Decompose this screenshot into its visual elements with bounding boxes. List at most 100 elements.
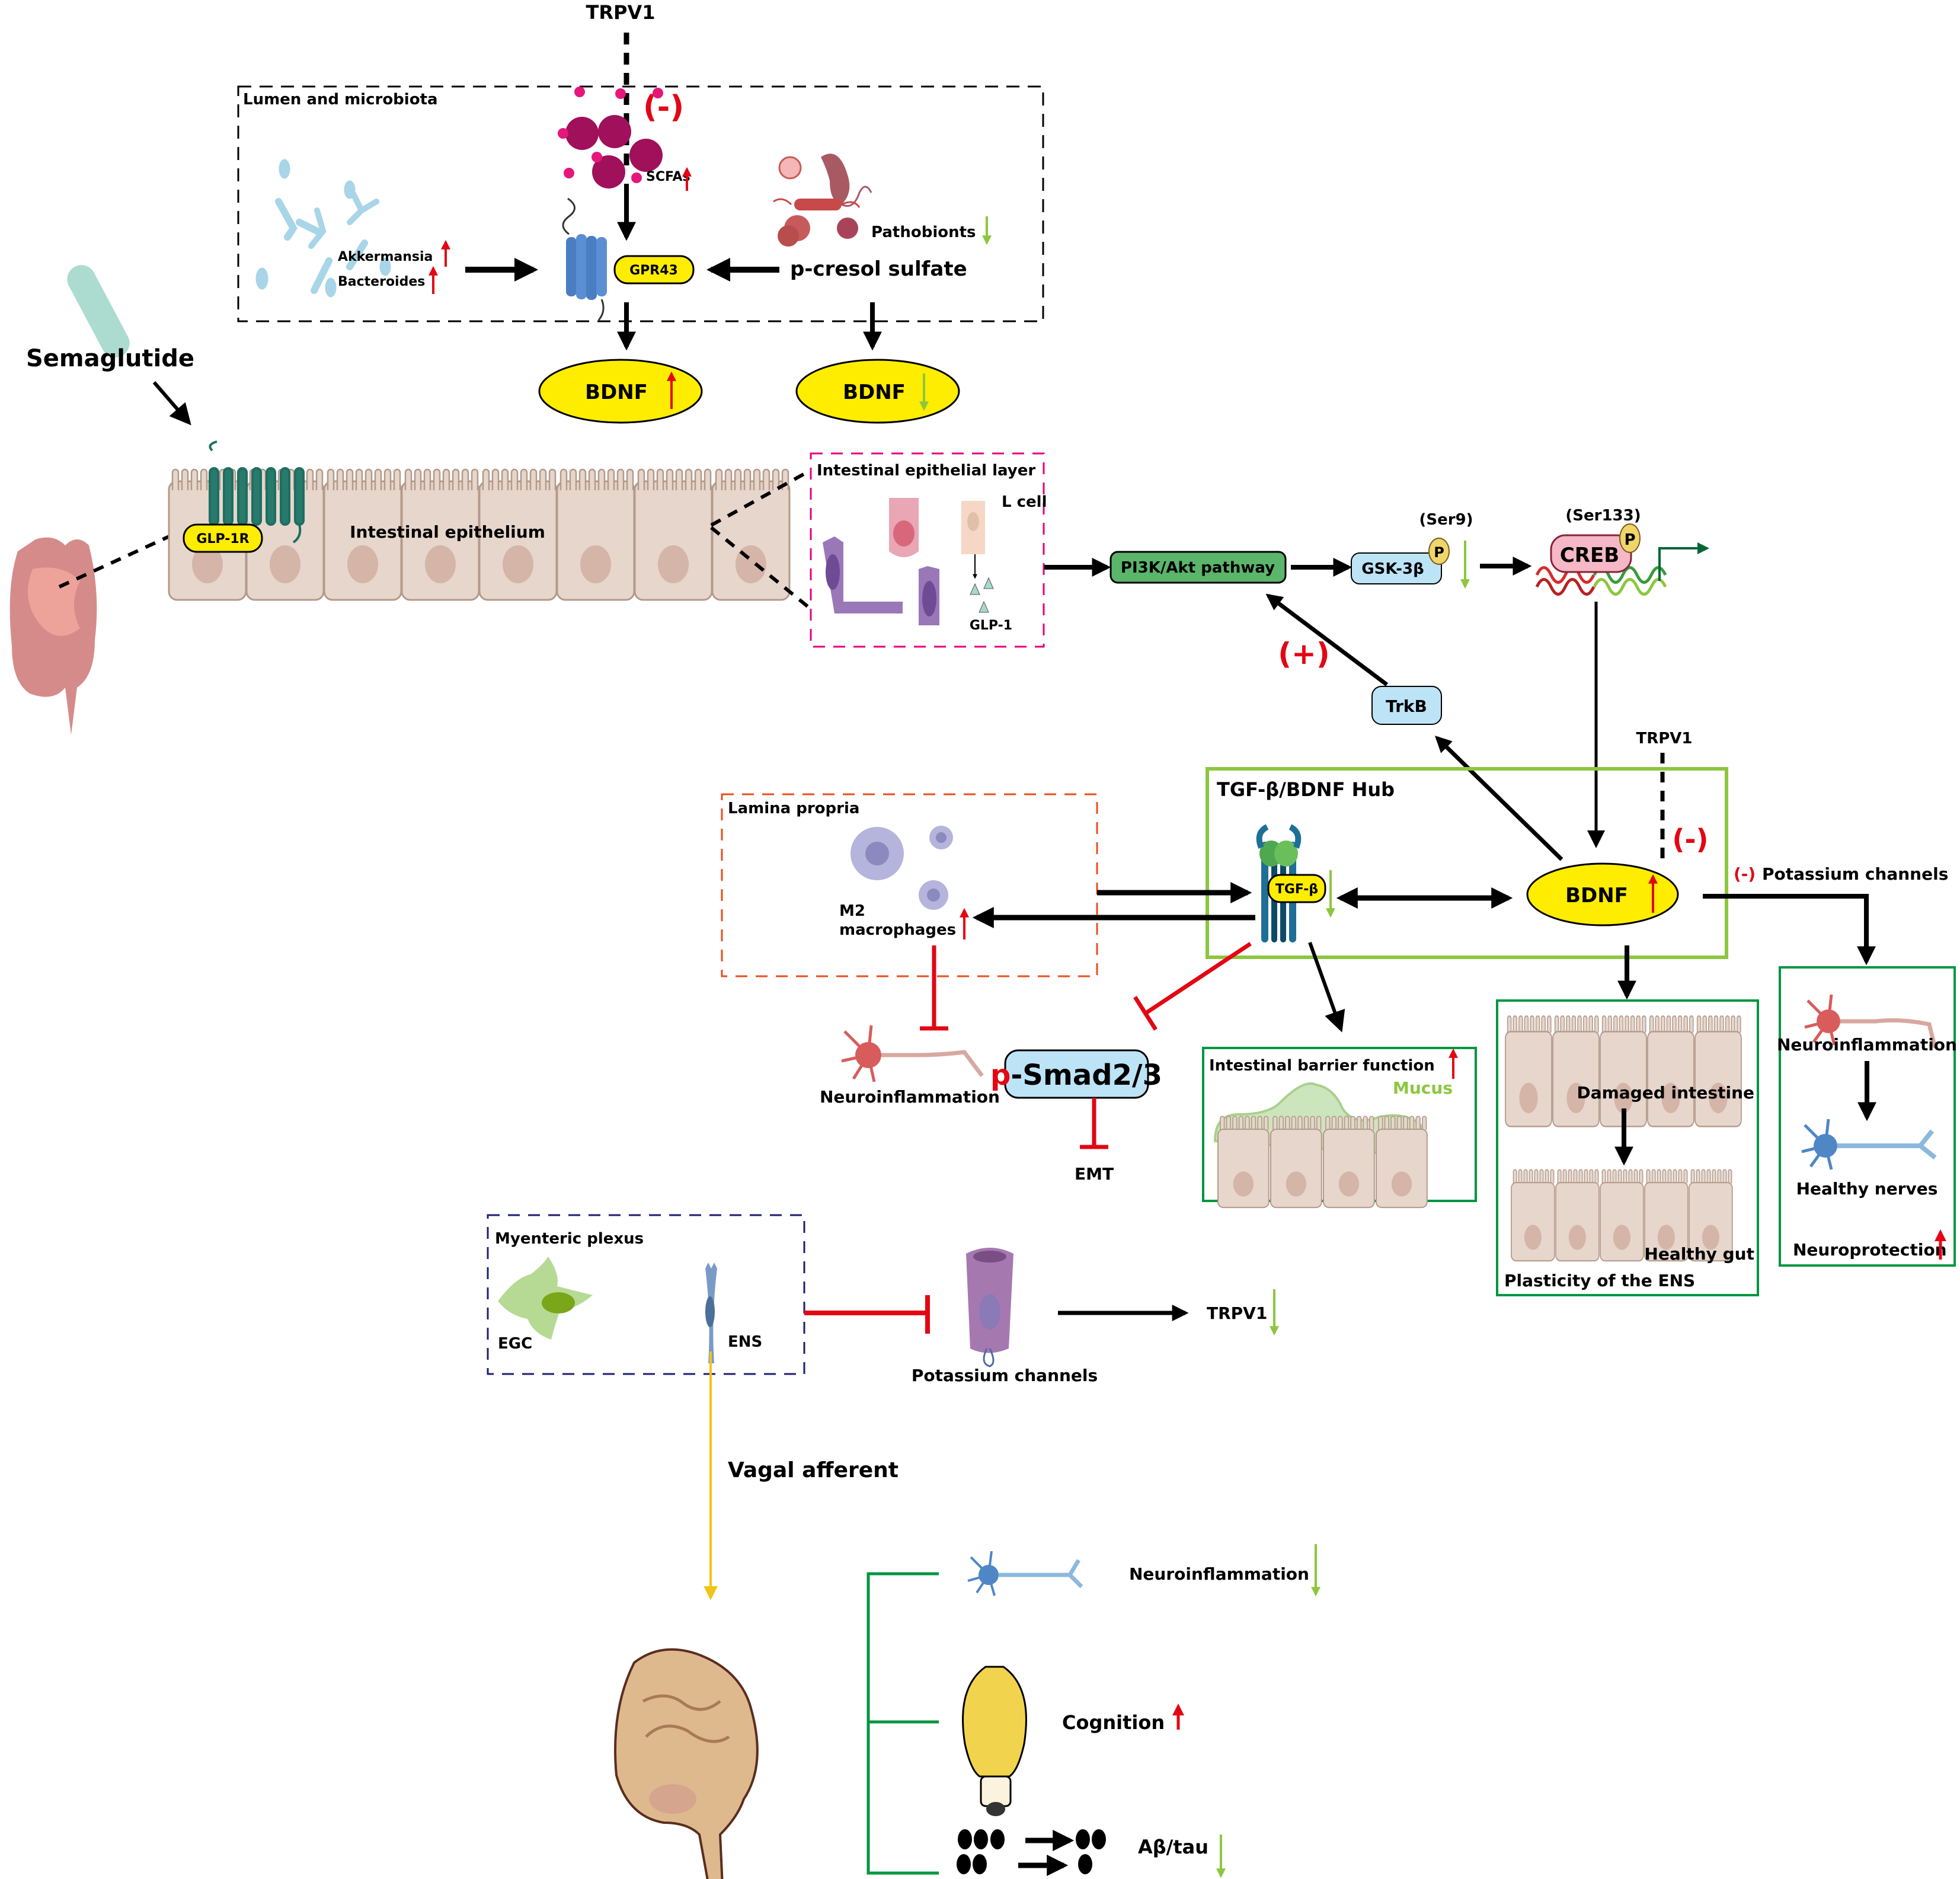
glp1r-label: GLP-1R <box>196 532 249 547</box>
lightbulb-icon <box>962 1666 1027 1816</box>
abeta-tau-label: Aβ/tau <box>1138 1836 1208 1858</box>
akkermansia-label: Akkermansia <box>338 250 433 264</box>
neuroinflammation-right-label: Neuroinflammation <box>1777 1035 1957 1054</box>
glp1r-receptor-icon <box>209 440 305 544</box>
lumen-box <box>237 85 1044 322</box>
pathobiont-bacteria-icon <box>773 154 872 247</box>
lumen-title: Lumen and microbiota <box>243 91 438 108</box>
psmad-node <box>1004 1049 1149 1099</box>
damaged-intestine-label: Damaged intestine <box>1577 1083 1754 1103</box>
hub-inhibit-mark: (-) <box>1672 823 1708 855</box>
brain-icon <box>614 1648 759 1879</box>
creb-phospho-badge <box>1619 523 1641 553</box>
commensal-bacteria-icon <box>255 159 391 298</box>
pi3k-node <box>1110 551 1287 584</box>
trkb-to-pi3k-arrow <box>1265 593 1389 686</box>
epithelial-layer-title: Intestinal epithelial layer <box>817 462 1035 480</box>
hub-trpv1-label: TRPV1 <box>1636 730 1692 747</box>
neuron-healthy-right-icon <box>1801 1119 1937 1170</box>
myenteric-box <box>487 1214 805 1375</box>
l-cell-label: L cell <box>1002 493 1047 511</box>
neuron-inflamed-left-icon <box>841 1025 984 1082</box>
abeta-aggregation-icon <box>957 1829 1106 1876</box>
bdnf-to-trkb-arrow <box>1434 736 1563 861</box>
gsk3b-phospho-label: P <box>1434 544 1444 561</box>
brain-neuroinflammation-label: Neuroinflammation <box>1129 1564 1309 1584</box>
pathobionts-label: Pathobionts <box>871 223 976 241</box>
potassium-right-label: Potassium channels <box>1762 864 1948 884</box>
hub-title: TGF-β/BDNF Hub <box>1217 778 1395 801</box>
cognition-label: Cognition <box>1062 1711 1165 1734</box>
trkb-label: TrkB <box>1386 696 1427 716</box>
healthy-nerves-label: Healthy nerves <box>1796 1179 1938 1199</box>
bacteroides-label: Bacteroides <box>338 274 425 289</box>
neuro-outcome-box <box>1779 966 1956 1267</box>
epithelium-label: Intestinal epithelium <box>350 522 545 542</box>
bdnf-down-label: BDNF <box>843 381 906 404</box>
tgf-beta-label: TGF-β <box>1275 882 1318 897</box>
gsk3b-label: GSK-3β <box>1361 560 1424 578</box>
gsk3b-node <box>1351 552 1442 584</box>
ens-neuron-icon <box>705 1263 717 1363</box>
creb-phospho-label: P <box>1624 531 1635 549</box>
bdnf-down-node <box>795 359 960 424</box>
vagal-afferent-label: Vagal afferent <box>728 1458 899 1482</box>
m2-inhibit-neuroinflammation <box>920 945 948 1031</box>
bdnf-up-label: BDNF <box>585 381 648 404</box>
egc-cell-icon <box>498 1257 593 1340</box>
neuroprotection-label: Neuroprotection <box>1793 1240 1947 1260</box>
m2-label-line1: M2 <box>839 902 865 920</box>
gpr43-receptor-icon <box>562 197 607 321</box>
gsk3b-phospho-badge <box>1428 538 1450 565</box>
potassium-channels-label: Potassium channels <box>912 1366 1098 1385</box>
creb-label: CREB <box>1560 544 1619 567</box>
transcription-start-arrow <box>1658 542 1709 581</box>
mucus-label: Mucus <box>1393 1078 1453 1098</box>
semaglutide-arrow <box>152 381 191 426</box>
epithelial-cell-types-icon <box>823 498 994 625</box>
semaglutide-capsule-icon <box>67 265 130 357</box>
intestine-organ-icon <box>9 537 97 735</box>
lamina-propria-box <box>721 793 1098 977</box>
glp1-label: GLP-1 <box>970 618 1012 633</box>
pi3k-label: PI3K/Akt pathway <box>1121 559 1275 577</box>
scfa-inhibit-mark: (-) <box>643 90 684 125</box>
potassium-right-mark: (-) <box>1734 864 1756 884</box>
myenteric-title: Myenteric plexus <box>495 1230 644 1248</box>
psmad-label: p-Smad2/3 <box>990 1059 1162 1092</box>
neuron-inflamed-right-icon <box>1804 994 1937 1049</box>
epithelial-zoom-line-bottom <box>710 526 810 609</box>
bdnf-to-neuro-box-line <box>1703 894 1876 966</box>
ser9-label: (Ser9) <box>1419 511 1473 529</box>
neuron-healthy-brain-icon <box>967 1551 1083 1596</box>
ser133-label: (Ser133) <box>1565 507 1641 525</box>
macrophage-icon <box>850 826 953 910</box>
semaglutide-label: Semaglutide <box>26 345 194 372</box>
plasticity-title: Plasticity of the ENS <box>1504 1271 1695 1290</box>
bdnf-up-node <box>538 359 703 424</box>
epithelial-layer-box <box>810 452 1045 648</box>
trkb-node <box>1371 686 1442 725</box>
scfa-label: SCFAs <box>646 170 690 184</box>
potassium-channel-icon <box>966 1248 1013 1367</box>
brain-outcome-bracket <box>867 1572 939 1875</box>
neuroinflammation-left-label: Neuroinflammation <box>820 1087 1000 1107</box>
egc-label: EGC <box>498 1335 532 1353</box>
lamina-propria-title: Lamina propria <box>728 800 859 817</box>
trpv1-down-label: TRPV1 <box>1207 1303 1267 1323</box>
psmad-rest: -Smad2/3 <box>1011 1059 1162 1092</box>
scfa-molecules-icon <box>558 87 663 188</box>
bdnf-hub-node <box>1526 862 1679 926</box>
healthy-gut-label: Healthy gut <box>1644 1244 1754 1264</box>
tgf-beta-receptor-icon <box>1256 824 1302 942</box>
emt-label: EMT <box>1075 1164 1114 1184</box>
hub-box <box>1206 767 1728 959</box>
bdnf-hub-label: BDNF <box>1565 884 1628 907</box>
glp1r-badge <box>183 523 263 553</box>
plasticity-box <box>1496 999 1759 1296</box>
pcresol-label: p-cresol sulfate <box>790 257 967 281</box>
barrier-title: Intestinal barrier function <box>1209 1057 1435 1075</box>
trkb-plus-mark: (+) <box>1278 637 1330 671</box>
tgf-beta-badge <box>1267 874 1326 903</box>
